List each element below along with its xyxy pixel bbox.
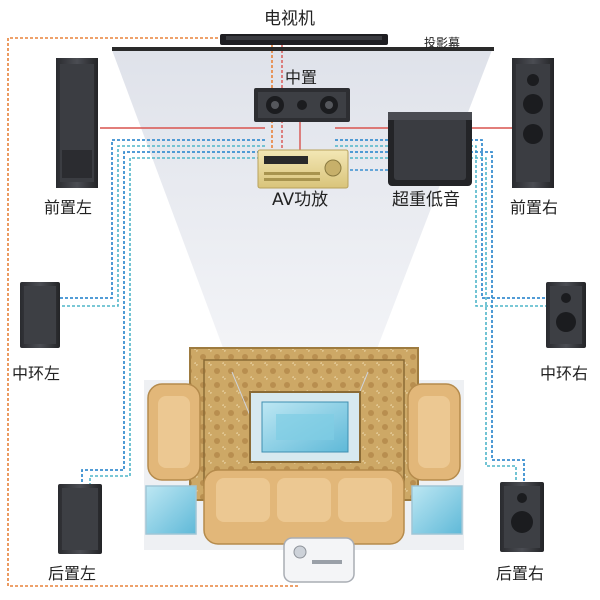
- mid-left-speaker: [20, 282, 60, 348]
- label-front-left: 前置左: [44, 198, 93, 217]
- label-rear-right: 后置右: [496, 564, 545, 583]
- front-right-speaker: [512, 58, 554, 188]
- label-center: 中置: [285, 68, 318, 87]
- rear-left-speaker: [58, 484, 102, 554]
- projector: [283, 537, 355, 583]
- label-front-right: 前置右: [510, 198, 559, 217]
- label-mid-left: 中环左: [12, 364, 61, 383]
- wire-cyan-rear-left: [89, 157, 265, 492]
- wire-blue-mid-left: [60, 139, 265, 299]
- projection-screen: [112, 47, 494, 51]
- side-pool-left: [145, 485, 197, 535]
- label-av-amp: AV功放: [272, 190, 329, 210]
- side-pool-right: [411, 485, 463, 535]
- label-tv: 电视机: [264, 9, 315, 29]
- subwoofer: [388, 112, 472, 186]
- label-screen: 投影幕: [424, 36, 461, 50]
- label-rear-left: 后置左: [48, 564, 97, 583]
- left-armchair: [147, 383, 201, 481]
- label-mid-right: 中环右: [540, 364, 589, 383]
- main-sofa: [203, 469, 405, 545]
- front-left-speaker: [56, 58, 98, 188]
- rear-right-speaker: [500, 482, 544, 552]
- wire-cyan-mid-left: [60, 145, 265, 307]
- coffee-table-pool: [249, 391, 361, 463]
- wire-blue-rear-right: [335, 151, 525, 484]
- av-amplifier: [257, 149, 349, 189]
- mid-right-speaker: [546, 282, 586, 348]
- label-subwoofer: 超重低音: [392, 190, 460, 210]
- right-armchair: [407, 383, 461, 481]
- wire-blue-mid-right: [335, 139, 548, 299]
- wire-orange-left: [7, 37, 300, 587]
- center-speaker: [254, 88, 350, 122]
